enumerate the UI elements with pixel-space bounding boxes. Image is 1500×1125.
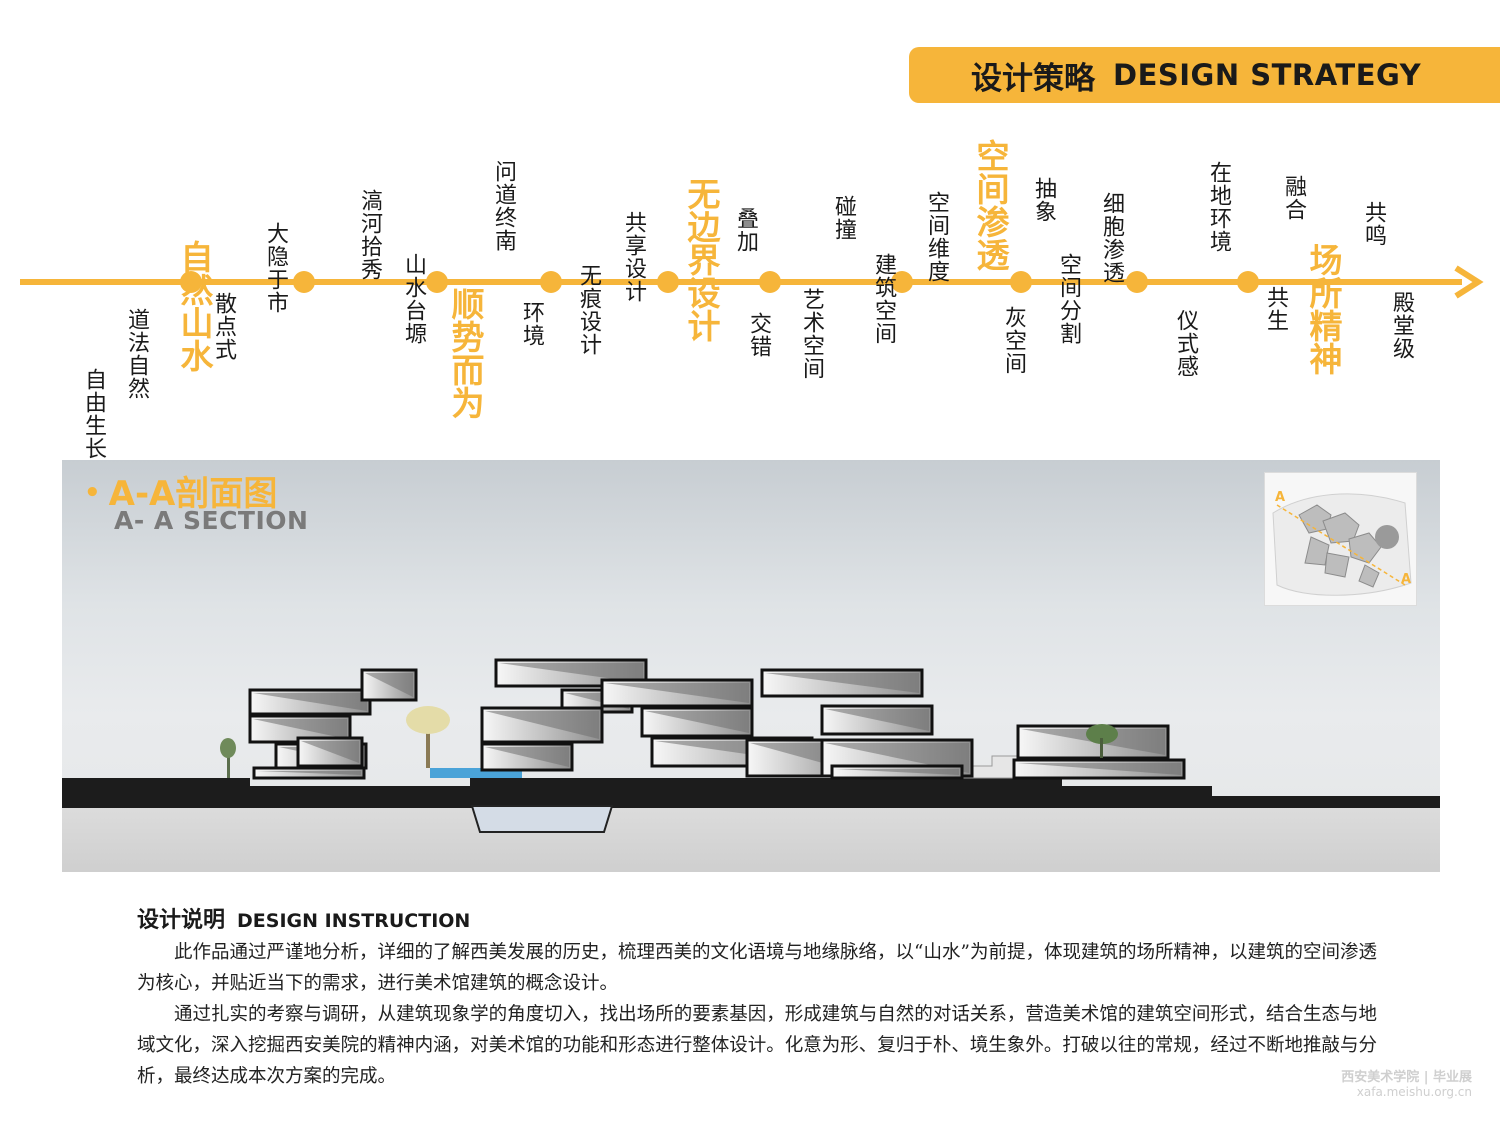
instruction-title-en: DESIGN INSTRUCTION	[237, 910, 471, 932]
timeline-term: 在地环境	[1206, 161, 1231, 253]
school-watermark: 西安美术学院 | 毕业展 xafa.meishu.org.cn	[1312, 1066, 1472, 1099]
timeline-node	[540, 271, 562, 293]
instruction-paragraph-1: 此作品通过严谨地分析，详细的了解西美发展的历史，梳理西美的文化语境与地缘脉络，以…	[137, 942, 1377, 994]
timeline-term: 问道终南	[491, 160, 516, 252]
timeline-term: 融合	[1281, 175, 1306, 221]
key-plan-mark-a-top: A	[1275, 490, 1285, 505]
timeline-term: 大隐于市	[263, 222, 288, 314]
timeline-node	[891, 271, 913, 293]
timeline-term: 灰空间	[1001, 306, 1026, 375]
timeline-arrow-head	[1454, 265, 1484, 299]
timeline-term: 散点式	[211, 292, 236, 361]
section-title-cn: •A-A剖面图	[84, 466, 277, 515]
section-title-cn-text: A-A剖面图	[108, 474, 278, 514]
timeline-term: 自然山水	[175, 240, 214, 372]
banner-title-cn: 设计策略	[971, 60, 1095, 97]
section-room	[296, 736, 364, 768]
strategy-timeline: 自由生长道法自然 自然山水散点式 大隐于市 滈河拾秀山水台塬顺势而为 问道终南环境 无痕设…	[0, 115, 1500, 460]
timeline-axis	[20, 265, 1484, 299]
watermark-url: xafa.meishu.org.cn	[1356, 1085, 1472, 1099]
section-room	[820, 704, 934, 736]
ground-line	[62, 778, 1440, 808]
section-room	[640, 706, 754, 738]
section-room	[600, 678, 754, 708]
instruction-body: 此作品通过严谨地分析，详细的了解西美发展的历史，梳理西美的文化语境与地缘脉络，以…	[137, 937, 1377, 1092]
timeline-node	[1126, 271, 1148, 293]
section-trees	[220, 706, 1118, 778]
timeline-term: 滈河拾秀	[357, 189, 382, 281]
section-room	[760, 668, 924, 698]
timeline-node	[426, 271, 448, 293]
section-room	[252, 766, 366, 780]
timeline-node	[293, 271, 315, 293]
key-plan-tree-cluster	[1375, 525, 1399, 549]
timeline-term: 碰撞	[831, 195, 856, 241]
section-room	[1012, 758, 1186, 780]
a-a-section-drawing	[62, 658, 1440, 872]
timeline-term: 艺术空间	[799, 288, 824, 380]
below-grade-earth	[62, 806, 1440, 872]
timeline-term: 无边界设计	[682, 177, 721, 342]
section-room	[360, 668, 418, 702]
instruction-title-cn: 设计说明	[137, 908, 226, 933]
section-room	[480, 706, 604, 744]
timeline-term: 交错	[746, 312, 771, 358]
timeline-term: 共享设计	[621, 211, 646, 303]
instruction-title: 设计说明 DESIGN INSTRUCTION	[137, 902, 470, 934]
key-plan-thumbnail: A A	[1264, 472, 1417, 606]
timeline-node	[1237, 271, 1259, 293]
timeline-term: 自由生长	[81, 368, 106, 460]
timeline-term: 叠加	[733, 207, 758, 253]
banner-title-en: DESIGN STRATEGY	[1113, 58, 1422, 92]
section-room	[480, 742, 574, 772]
timeline-node	[180, 271, 202, 293]
timeline-term: 殿堂级	[1389, 291, 1414, 360]
timeline-term: 抽象	[1031, 177, 1056, 223]
timeline-term: 环境	[519, 301, 544, 347]
timeline-term: 山水台塬	[401, 253, 426, 345]
section-room	[248, 688, 372, 716]
timeline-term: 无痕设计	[576, 264, 601, 356]
timeline-node	[759, 271, 781, 293]
timeline-term: 场所精神	[1304, 243, 1343, 375]
instruction-paragraph-2: 通过扎实的考察与调研，从建筑现象学的角度切入，找出场所的要素基因，形成建筑与自然…	[137, 1004, 1377, 1087]
timeline-node	[657, 271, 679, 293]
timeline-term: 共生	[1263, 286, 1288, 332]
timeline-term: 空间渗透	[971, 139, 1010, 271]
bullet-dot: •	[84, 478, 101, 508]
timeline-term: 共鸣	[1361, 201, 1386, 247]
watermark-school-name: 西安美术学院 | 毕业展	[1341, 1070, 1472, 1085]
design-strategy-banner: 设计策略 DESIGN STRATEGY	[909, 47, 1500, 103]
key-plan-mark-a-bottom: A	[1401, 572, 1411, 587]
timeline-term: 顺势而为	[446, 287, 485, 419]
timeline-term: 仪式感	[1173, 309, 1198, 378]
timeline-term: 细胞渗透	[1099, 192, 1124, 284]
water-pool	[430, 768, 522, 778]
section-room	[830, 764, 964, 780]
basement-volume	[470, 805, 614, 833]
section-title-en: A- A SECTION	[114, 506, 309, 535]
timeline-term: 空间维度	[924, 191, 949, 283]
timeline-term: 空间分割	[1056, 253, 1081, 345]
timeline-node	[1010, 271, 1032, 293]
timeline-term: 道法自然	[124, 308, 149, 400]
section-drawing-panel: •A-A剖面图 A- A SECTION A A	[62, 460, 1440, 872]
timeline-term: 建筑空间	[871, 253, 896, 345]
